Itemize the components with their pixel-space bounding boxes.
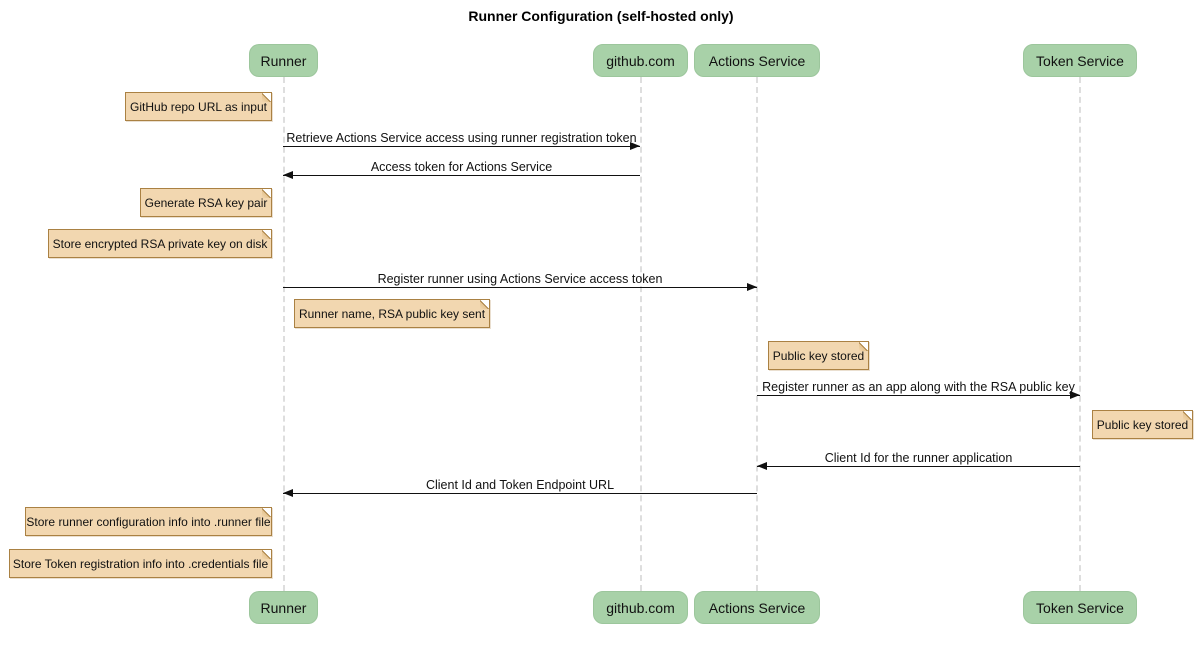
note-github-repo-url: GitHub repo URL as input [125,92,272,121]
message-label-register-runner: Register runner using Actions Service ac… [377,272,663,286]
message-label-access-token: Access token for Actions Service [370,160,553,174]
message-line-access-token [283,175,640,176]
participant-top-runner: Runner [249,44,318,77]
note-store-rsa-private-key: Store encrypted RSA private key on disk [48,229,272,258]
arrowhead-right-icon [747,283,757,291]
note-runner-name-sent: Runner name, RSA public key sent [294,299,490,328]
participant-top-github: github.com [593,44,688,77]
participant-bottom-runner: Runner [249,591,318,624]
note-store-runner-file: Store runner configuration info into .ru… [25,507,272,536]
arrowhead-left-icon [283,171,293,179]
message-line-retrieve-access [283,146,640,147]
message-label-retrieve-access: Retrieve Actions Service access using ru… [286,131,637,145]
note-store-credentials-file: Store Token registration info into .cred… [9,549,272,578]
participant-top-actions-service: Actions Service [694,44,820,77]
message-label-client-id-app: Client Id for the runner application [824,451,1013,465]
page-title: Runner Configuration (self-hosted only) [468,8,734,24]
message-label-client-id-url: Client Id and Token Endpoint URL [425,478,615,492]
message-line-client-id-app [757,466,1080,467]
note-public-key-stored-actions: Public key stored [768,341,869,370]
message-line-register-runner [283,287,757,288]
participant-bottom-github: github.com [593,591,688,624]
message-line-client-id-url [283,493,757,494]
note-generate-rsa-key: Generate RSA key pair [140,188,272,217]
arrowhead-left-icon [283,489,293,497]
lifeline-github [640,77,642,591]
message-label-register-app: Register runner as an app along with the… [762,380,1075,394]
participant-bottom-actions-service: Actions Service [694,591,820,624]
message-line-register-app [757,395,1080,396]
arrowhead-left-icon [757,462,767,470]
arrowhead-right-icon [630,142,640,150]
arrowhead-right-icon [1070,391,1080,399]
participant-top-token-service: Token Service [1023,44,1137,77]
lifeline-token-service [1079,77,1081,591]
note-public-key-stored-token: Public key stored [1092,410,1193,439]
lifeline-runner [283,77,285,591]
participant-bottom-token-service: Token Service [1023,591,1137,624]
lifeline-actions-service [756,77,758,591]
